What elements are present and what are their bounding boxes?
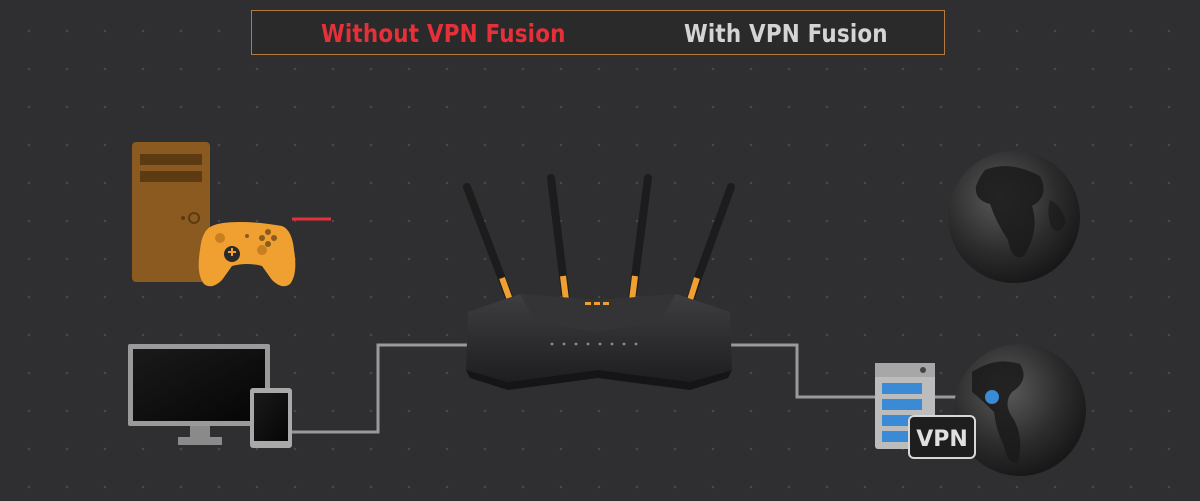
tablet-icon	[250, 388, 292, 448]
link-router-to-vpn-server	[730, 343, 875, 399]
game-controller-icon	[198, 222, 296, 287]
link-devices-to-router	[292, 343, 470, 434]
tab-without-vpn-fusion[interactable]: Without VPN Fusion	[321, 19, 566, 48]
vpn-badge-label: VPN	[916, 427, 968, 452]
internet-globe-icon	[948, 151, 1080, 283]
router-icon	[463, 174, 735, 390]
vpn-badge: VPN	[908, 415, 976, 459]
desktop-pc-icon	[132, 142, 210, 282]
vpn-globe-icon	[954, 344, 1086, 476]
monitor-icon	[128, 344, 270, 445]
tab-with-vpn-fusion[interactable]: With VPN Fusion	[684, 19, 888, 48]
vpn-fusion-toggle: Without VPN Fusion With VPN Fusion	[251, 10, 945, 55]
